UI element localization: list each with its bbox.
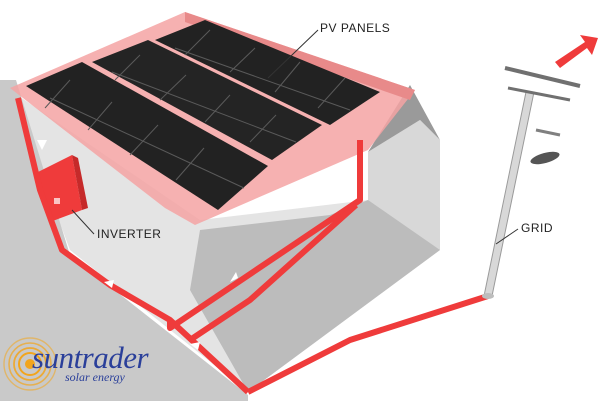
wire-arrows bbox=[37, 140, 380, 350]
leader-pv-panels bbox=[267, 29, 319, 79]
arrow-2 bbox=[104, 280, 114, 288]
wire-grid bbox=[246, 293, 489, 395]
label-grid: GRID bbox=[521, 221, 553, 235]
inverter-body bbox=[38, 155, 82, 222]
label-pv-panels: PV PANELS bbox=[320, 21, 391, 35]
utility-pole bbox=[482, 35, 598, 299]
pole bbox=[483, 91, 535, 297]
wire-center bbox=[167, 140, 363, 331]
inverter bbox=[38, 155, 88, 222]
panel-row-3 bbox=[26, 62, 268, 210]
wire-left bbox=[15, 97, 251, 395]
label-inverter: INVERTER bbox=[97, 227, 162, 241]
inverter-indicator bbox=[54, 198, 60, 204]
wire-floor bbox=[188, 202, 359, 343]
inverter-side bbox=[72, 155, 88, 210]
left-wall bbox=[0, 80, 248, 401]
panel-row-1 bbox=[155, 20, 380, 125]
roof-edge bbox=[185, 12, 415, 100]
leader-grid bbox=[495, 228, 519, 245]
leader-lines bbox=[71, 29, 519, 245]
wiring bbox=[15, 97, 489, 395]
arrow-1 bbox=[37, 140, 47, 150]
crossarm-3 bbox=[535, 128, 561, 137]
arrow-4 bbox=[190, 342, 200, 350]
back-wall-top bbox=[368, 85, 440, 152]
pole-base bbox=[482, 293, 494, 299]
arrow-3 bbox=[230, 272, 238, 282]
logo-tagline: solar energy bbox=[65, 370, 125, 384]
crossarm-2 bbox=[507, 86, 571, 102]
street-lamp bbox=[530, 151, 560, 165]
panel-grid-lines bbox=[44, 29, 351, 189]
arrow-5 bbox=[370, 338, 380, 348]
leader-inverter bbox=[71, 209, 95, 235]
sun-rings-icon bbox=[3, 337, 57, 391]
grid-export-arrow bbox=[555, 35, 598, 68]
pv-panels bbox=[26, 20, 380, 210]
crossarm-1 bbox=[504, 66, 581, 88]
back-wall-face bbox=[368, 120, 440, 250]
suntrader-logo: suntrader solar energy bbox=[2, 328, 150, 400]
logo-brand: suntrader bbox=[32, 340, 149, 375]
